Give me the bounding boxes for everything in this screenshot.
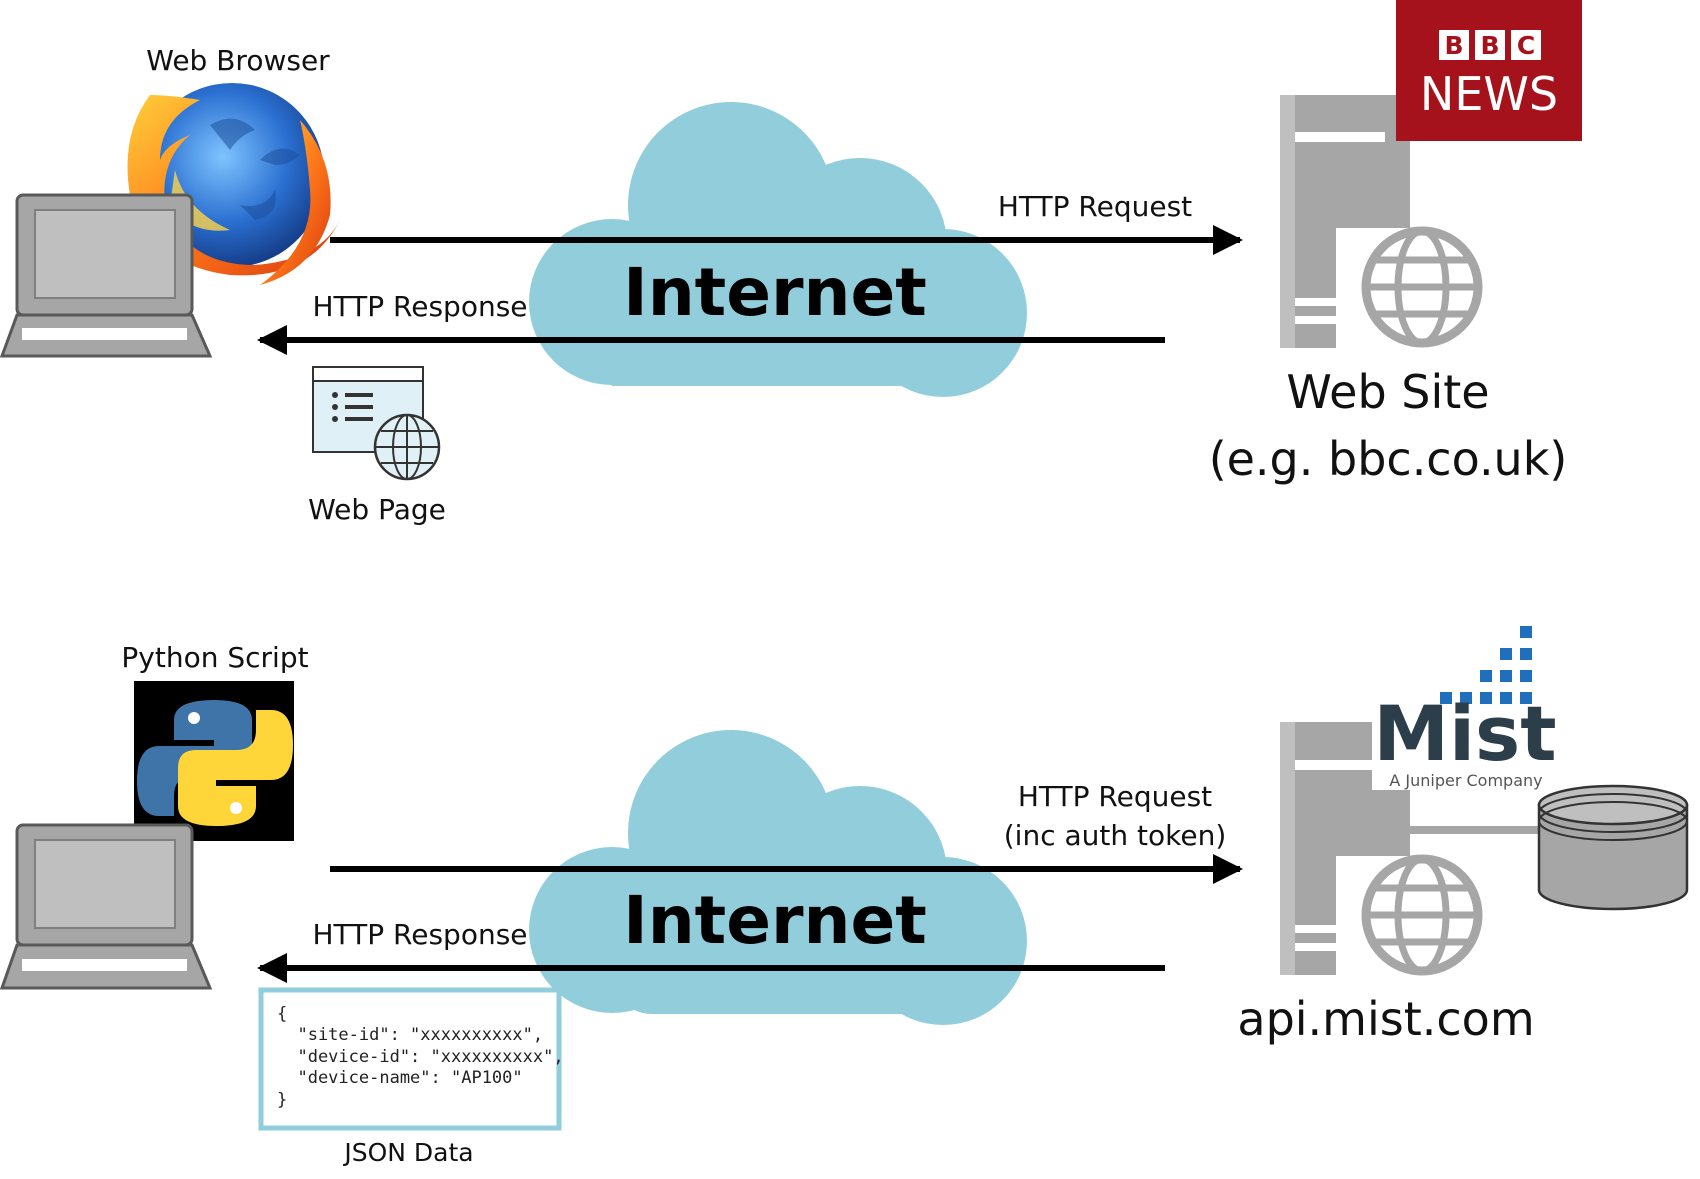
svg-text:C: C xyxy=(1517,31,1535,60)
internet-label: Internet xyxy=(623,254,927,331)
globe-icon xyxy=(1361,226,1483,348)
api-mist-label: api.mist.com xyxy=(1237,992,1534,1046)
json-data-box: { "site-id": "xxxxxxxxxx", "device-id": … xyxy=(258,987,564,1131)
json-data-label: JSON Data xyxy=(342,1138,473,1167)
json-line: { xyxy=(277,1004,287,1024)
mist-logo: Mist A Juniper Company xyxy=(1372,626,1557,790)
laptop-icon xyxy=(0,823,213,990)
database-icon xyxy=(1410,784,1689,911)
web-server-icon xyxy=(1280,95,1483,352)
mist-dots-icon xyxy=(1440,626,1532,704)
web-page-label: Web Page xyxy=(308,493,446,526)
mist-wordmark: Mist xyxy=(1373,689,1556,778)
python-script-label: Python Script xyxy=(121,641,308,674)
json-line: "site-id": "xxxxxxxxxx", xyxy=(277,1025,543,1045)
web-site-example-label: (e.g. bbc.co.uk) xyxy=(1209,432,1568,486)
web-browser-label: Web Browser xyxy=(146,44,330,77)
internet-label: Internet xyxy=(623,882,927,959)
web-page-icon xyxy=(312,366,441,481)
web-site-label: Web Site xyxy=(1286,365,1489,419)
mist-tagline: A Juniper Company xyxy=(1389,771,1542,790)
svg-text:B: B xyxy=(1480,31,1499,60)
api-server-icon xyxy=(1280,722,1483,980)
internet-cloud xyxy=(529,730,1027,1025)
svg-text:B: B xyxy=(1444,31,1463,60)
json-line: } xyxy=(277,1090,287,1110)
bbc-news-wordmark: NEWS xyxy=(1420,67,1558,121)
python-icon xyxy=(134,681,294,841)
json-line: "device-id": "xxxxxxxxxx", xyxy=(277,1047,564,1067)
bbc-news-logo: B B C NEWS xyxy=(1396,0,1582,141)
http-request-label: HTTP Request xyxy=(1018,780,1212,813)
internet-cloud xyxy=(529,102,1027,397)
http-request-label: HTTP Request xyxy=(998,190,1192,223)
laptop-icon xyxy=(0,193,213,358)
json-line: "device-name": "AP100" xyxy=(277,1068,523,1088)
http-response-label: HTTP Response xyxy=(312,290,527,323)
http-request-sublabel: (inc auth token) xyxy=(1004,819,1227,852)
globe-icon xyxy=(1361,854,1483,976)
http-response-label: HTTP Response xyxy=(312,918,527,951)
